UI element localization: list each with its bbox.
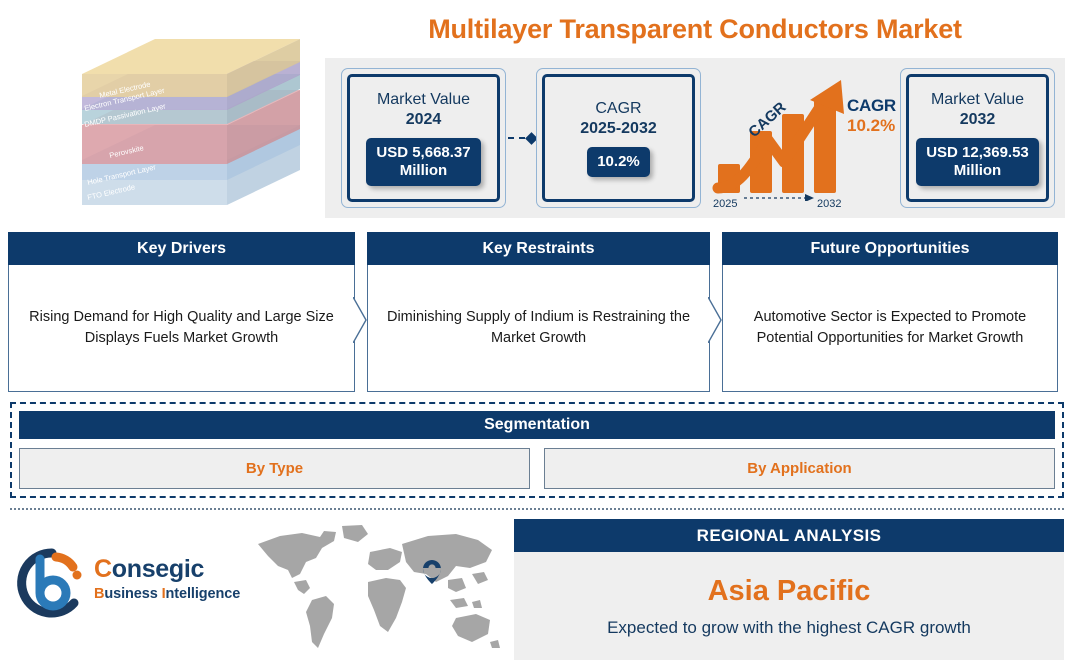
bottom-divider: [10, 508, 1064, 510]
segmentation-item-by-application[interactable]: By Application: [544, 448, 1055, 489]
world-map: [250, 522, 505, 657]
cagr-growth-chart: CAGR: [710, 76, 900, 202]
chart-year-axis-arrow: [805, 194, 814, 202]
chart-trend-arrow-line: [712, 98, 828, 194]
market-value-2024-chip: USD 5,668.37 Million: [366, 138, 481, 187]
map-pin-icon: [422, 560, 441, 584]
chevron-right-icon: [708, 297, 722, 343]
cagr-callout: CAGR 10.2%: [847, 96, 927, 136]
cagr-callout-value: 10.2%: [847, 116, 896, 135]
panel-key-restraints: Key Restraints Diminishing Supply of Ind…: [367, 232, 722, 392]
logo-company-name: Consegic: [94, 555, 205, 583]
market-value-2032-card: Market Value 2032 USD 12,369.53 Million: [900, 68, 1055, 208]
market-stats-panel: Market Value 2024 USD 5,668.37 Million C…: [325, 58, 1065, 218]
panel-future-opportunities: Future Opportunities Automotive Sector i…: [722, 232, 1058, 392]
regional-analysis-section: REGIONAL ANALYSIS Asia Pacific Expected …: [514, 519, 1064, 660]
page-title: Multilayer Transparent Conductors Market: [428, 14, 962, 44]
market-value-2032-chip: USD 12,369.53 Million: [916, 138, 1039, 187]
chevron-right-icon: [353, 297, 367, 343]
chart-start-year: 2025: [713, 198, 738, 210]
panel-key-drivers-header: Key Drivers: [8, 232, 355, 265]
market-value-2032-label: Market Value 2032: [930, 90, 1025, 128]
logo-mark-icon: [17, 548, 82, 618]
market-value-2024-card: Market Value 2024 USD 5,668.37 Million: [341, 68, 506, 208]
market-value-2024-label: Market Value 2024: [376, 90, 471, 128]
panel-key-restraints-text: Diminishing Supply of Indium is Restrain…: [386, 308, 691, 346]
cagr-card-label: CAGR 2025-2032: [580, 99, 657, 137]
connector-2024-to-cagr: [508, 131, 538, 145]
consegic-logo: Consegic Business Intelligence: [16, 545, 246, 621]
chart-trend-arrowhead: [810, 80, 844, 114]
segmentation-section: Segmentation By Type By Application: [10, 402, 1064, 498]
logo-tagline: Business Intelligence: [94, 586, 241, 602]
cagr-card-chip: 10.2%: [587, 147, 650, 178]
segmentation-item-by-type[interactable]: By Type: [19, 448, 530, 489]
cagr-callout-title: CAGR: [847, 96, 896, 115]
panel-future-opportunities-text: Automotive Sector is Expected to Promote…: [753, 308, 1027, 346]
multilayer-device-stack-diagram: Metal Electrode Electron Transport Layer…: [60, 12, 325, 224]
segmentation-header: Segmentation: [19, 411, 1055, 439]
chart-end-year: 2032: [817, 198, 842, 210]
chart-bar-4: [814, 98, 836, 193]
segmentation-items: By Type By Application: [19, 448, 1055, 489]
regional-analysis-subtitle: Expected to grow with the highest CAGR g…: [607, 617, 971, 637]
panel-key-drivers-text: Rising Demand for High Quality and Large…: [29, 308, 334, 346]
cagr-card: CAGR 2025-2032 10.2%: [536, 68, 701, 208]
panel-key-restraints-header: Key Restraints: [367, 232, 710, 265]
panel-future-opportunities-header: Future Opportunities: [722, 232, 1058, 265]
regional-analysis-header: REGIONAL ANALYSIS: [514, 519, 1064, 552]
panel-key-drivers: Key Drivers Rising Demand for High Quali…: [8, 232, 367, 392]
regional-analysis-region: Asia Pacific: [707, 574, 871, 607]
